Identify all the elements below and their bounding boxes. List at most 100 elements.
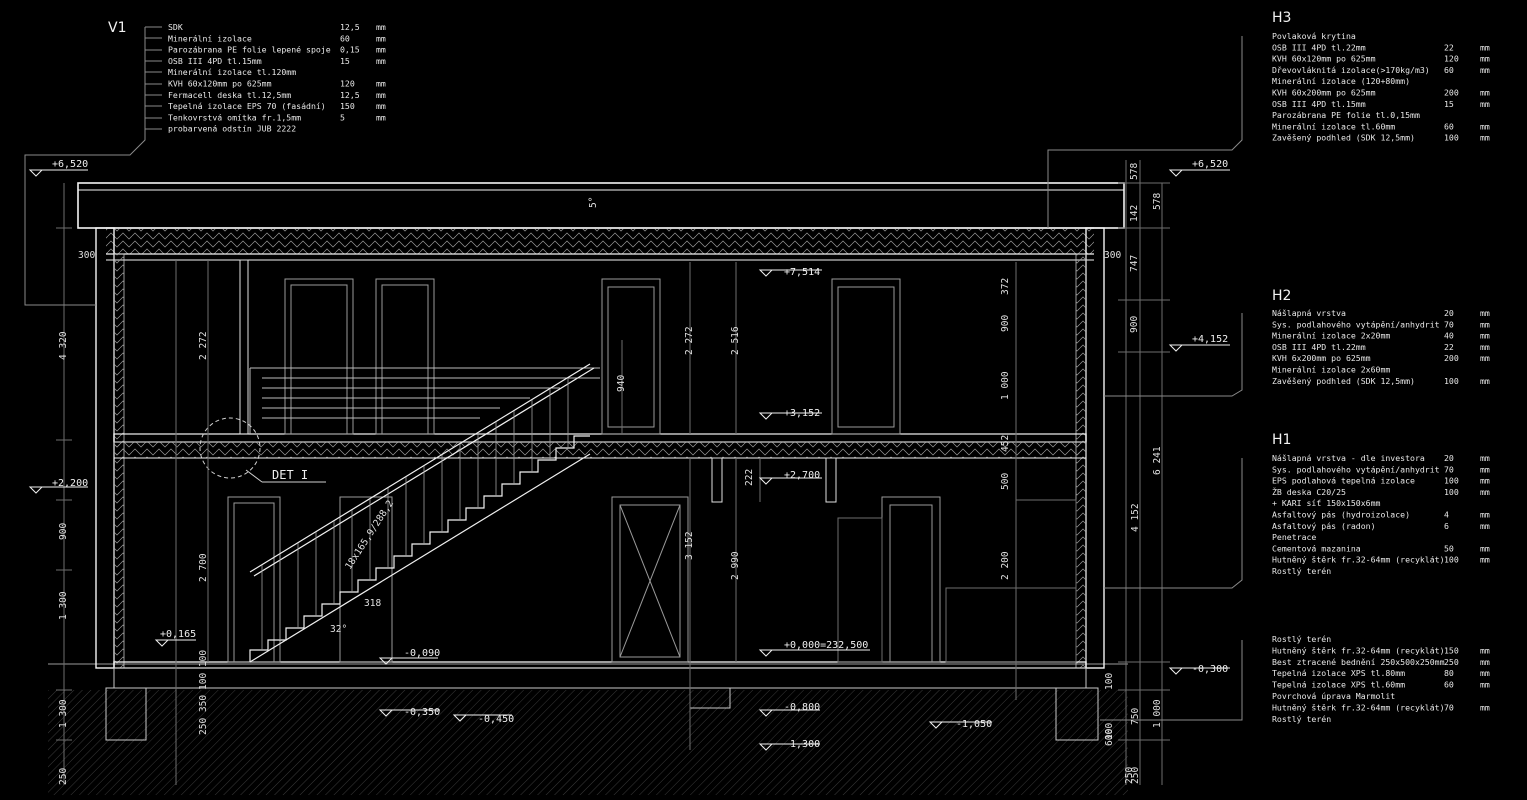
legend-row-label: OSB III 4PD tl.15mm: [168, 56, 262, 66]
legend-row-label: Parozábrana PE folie tl.0,15mm: [1272, 110, 1420, 120]
foundation-left: [105, 687, 147, 741]
legend-row-label: Zavěšený podhled (SDK 12,5mm): [1272, 376, 1415, 386]
legend-row-label: Minerální izolace tl.60mm: [1272, 121, 1395, 131]
legend-row-label: Hutněný štěrk fr.32-64mm (recyklát): [1272, 702, 1445, 712]
dim-text: 100: [1104, 673, 1115, 690]
legend-row-label: Rostlý terén: [1272, 634, 1331, 644]
dim-text: 900: [1129, 316, 1140, 333]
gallery-railing: [249, 367, 600, 434]
level-label: +3,152: [784, 408, 820, 419]
dim-text: 100: [1104, 723, 1115, 740]
legend-row-unit: mm: [1480, 121, 1490, 131]
legend-row-label: KVH 60x120mm po 625mm: [168, 79, 272, 89]
legend-row-unit: mm: [376, 22, 386, 32]
legend-row: Minerální izolace (120+80mm): [1272, 76, 1410, 86]
dim-text: 900: [1000, 315, 1011, 332]
dim-text: 250: [1124, 767, 1135, 784]
foundation-right: [1055, 687, 1099, 741]
ground-doors: [227, 496, 941, 663]
legend-h1-title: H1: [1272, 432, 1291, 448]
detail-label: DET I: [272, 468, 308, 482]
legend-row-label: Minerální izolace: [168, 33, 252, 43]
legend-row-value: 0,15: [340, 45, 360, 55]
detail-circle: [199, 417, 261, 479]
dim-text: 4 320: [58, 331, 69, 360]
dim-text: 250: [58, 768, 69, 785]
roof-insulation: [106, 228, 1094, 254]
legend-row-unit: mm: [1480, 487, 1490, 497]
legend-row-value: 15: [340, 56, 350, 66]
ground-hatch: [48, 690, 1128, 795]
legend-row-label: Penetrace: [1272, 532, 1316, 542]
dim-text: 300: [1104, 250, 1121, 261]
legend-row-value: 12,5: [340, 90, 360, 100]
legend-row-label: Minerální izolace 2x20mm: [1272, 331, 1390, 341]
dim-text: 250: [1130, 767, 1141, 784]
legend-row-label: Rostlý terén: [1272, 714, 1331, 724]
dim-text: 100 100: [198, 650, 209, 690]
level-label: +0,165: [160, 629, 196, 640]
legend-row-unit: mm: [376, 112, 386, 122]
legend-row-value: 60: [1444, 680, 1454, 690]
level-markers: [28, 169, 1230, 751]
legend-row-unit: mm: [1480, 555, 1490, 565]
legend-row-unit: mm: [1480, 342, 1490, 352]
dim-text: 600: [1104, 729, 1115, 746]
legend-row-unit: mm: [1480, 54, 1490, 64]
dim-text: 452: [1000, 435, 1011, 452]
legend-row-value: 200: [1444, 353, 1459, 363]
tread-label: 318: [364, 598, 381, 609]
legend-row-label: KVH 60x120mm po 625mm: [1272, 54, 1376, 64]
legend-row-value: 12,5: [340, 22, 360, 32]
left-dimension-lines: [56, 183, 209, 785]
legend-row-value: 22: [1444, 42, 1454, 52]
legend-row-label: Best ztracené bednění 250x500x250mm: [1272, 657, 1445, 667]
legend-row-unit: mm: [1480, 65, 1490, 75]
legend-row: Povlaková krytina: [1272, 31, 1356, 41]
level-label: +2,700: [784, 470, 820, 481]
level-label: -0,450: [478, 714, 514, 725]
dim-text: 142: [1129, 205, 1140, 222]
legend-row-label: Rostlý terén: [1272, 566, 1331, 576]
section-drawing: [24, 26, 1243, 795]
legend-row-unit: mm: [1480, 453, 1490, 463]
dim-text: 1 000: [1152, 699, 1163, 728]
dim-text: 2 200: [1000, 551, 1011, 580]
legend-row-unit: mm: [376, 45, 386, 55]
level-label: -0,350: [404, 707, 440, 718]
legend-row-label: KVH 6x200mm po 625mm: [1272, 353, 1371, 363]
legend-row-label: OSB III 4PD tl.22mm: [1272, 42, 1366, 52]
legend-row-label: Cementová mazanina: [1272, 543, 1361, 553]
dim-text: 747: [1129, 255, 1140, 272]
legend-v1-title: V1: [108, 20, 126, 36]
legend-row: Rostlý terén: [1272, 566, 1331, 576]
legend-row-value: 100: [1444, 376, 1459, 386]
legend-row-unit: mm: [1480, 308, 1490, 318]
level-label: -0,300: [1192, 664, 1228, 675]
legend-row-unit: mm: [376, 33, 386, 43]
dim-text: 300: [78, 250, 95, 261]
level-label: -0,800: [784, 702, 820, 713]
legend-row: Minerální izolace tl.120mm: [168, 67, 296, 77]
